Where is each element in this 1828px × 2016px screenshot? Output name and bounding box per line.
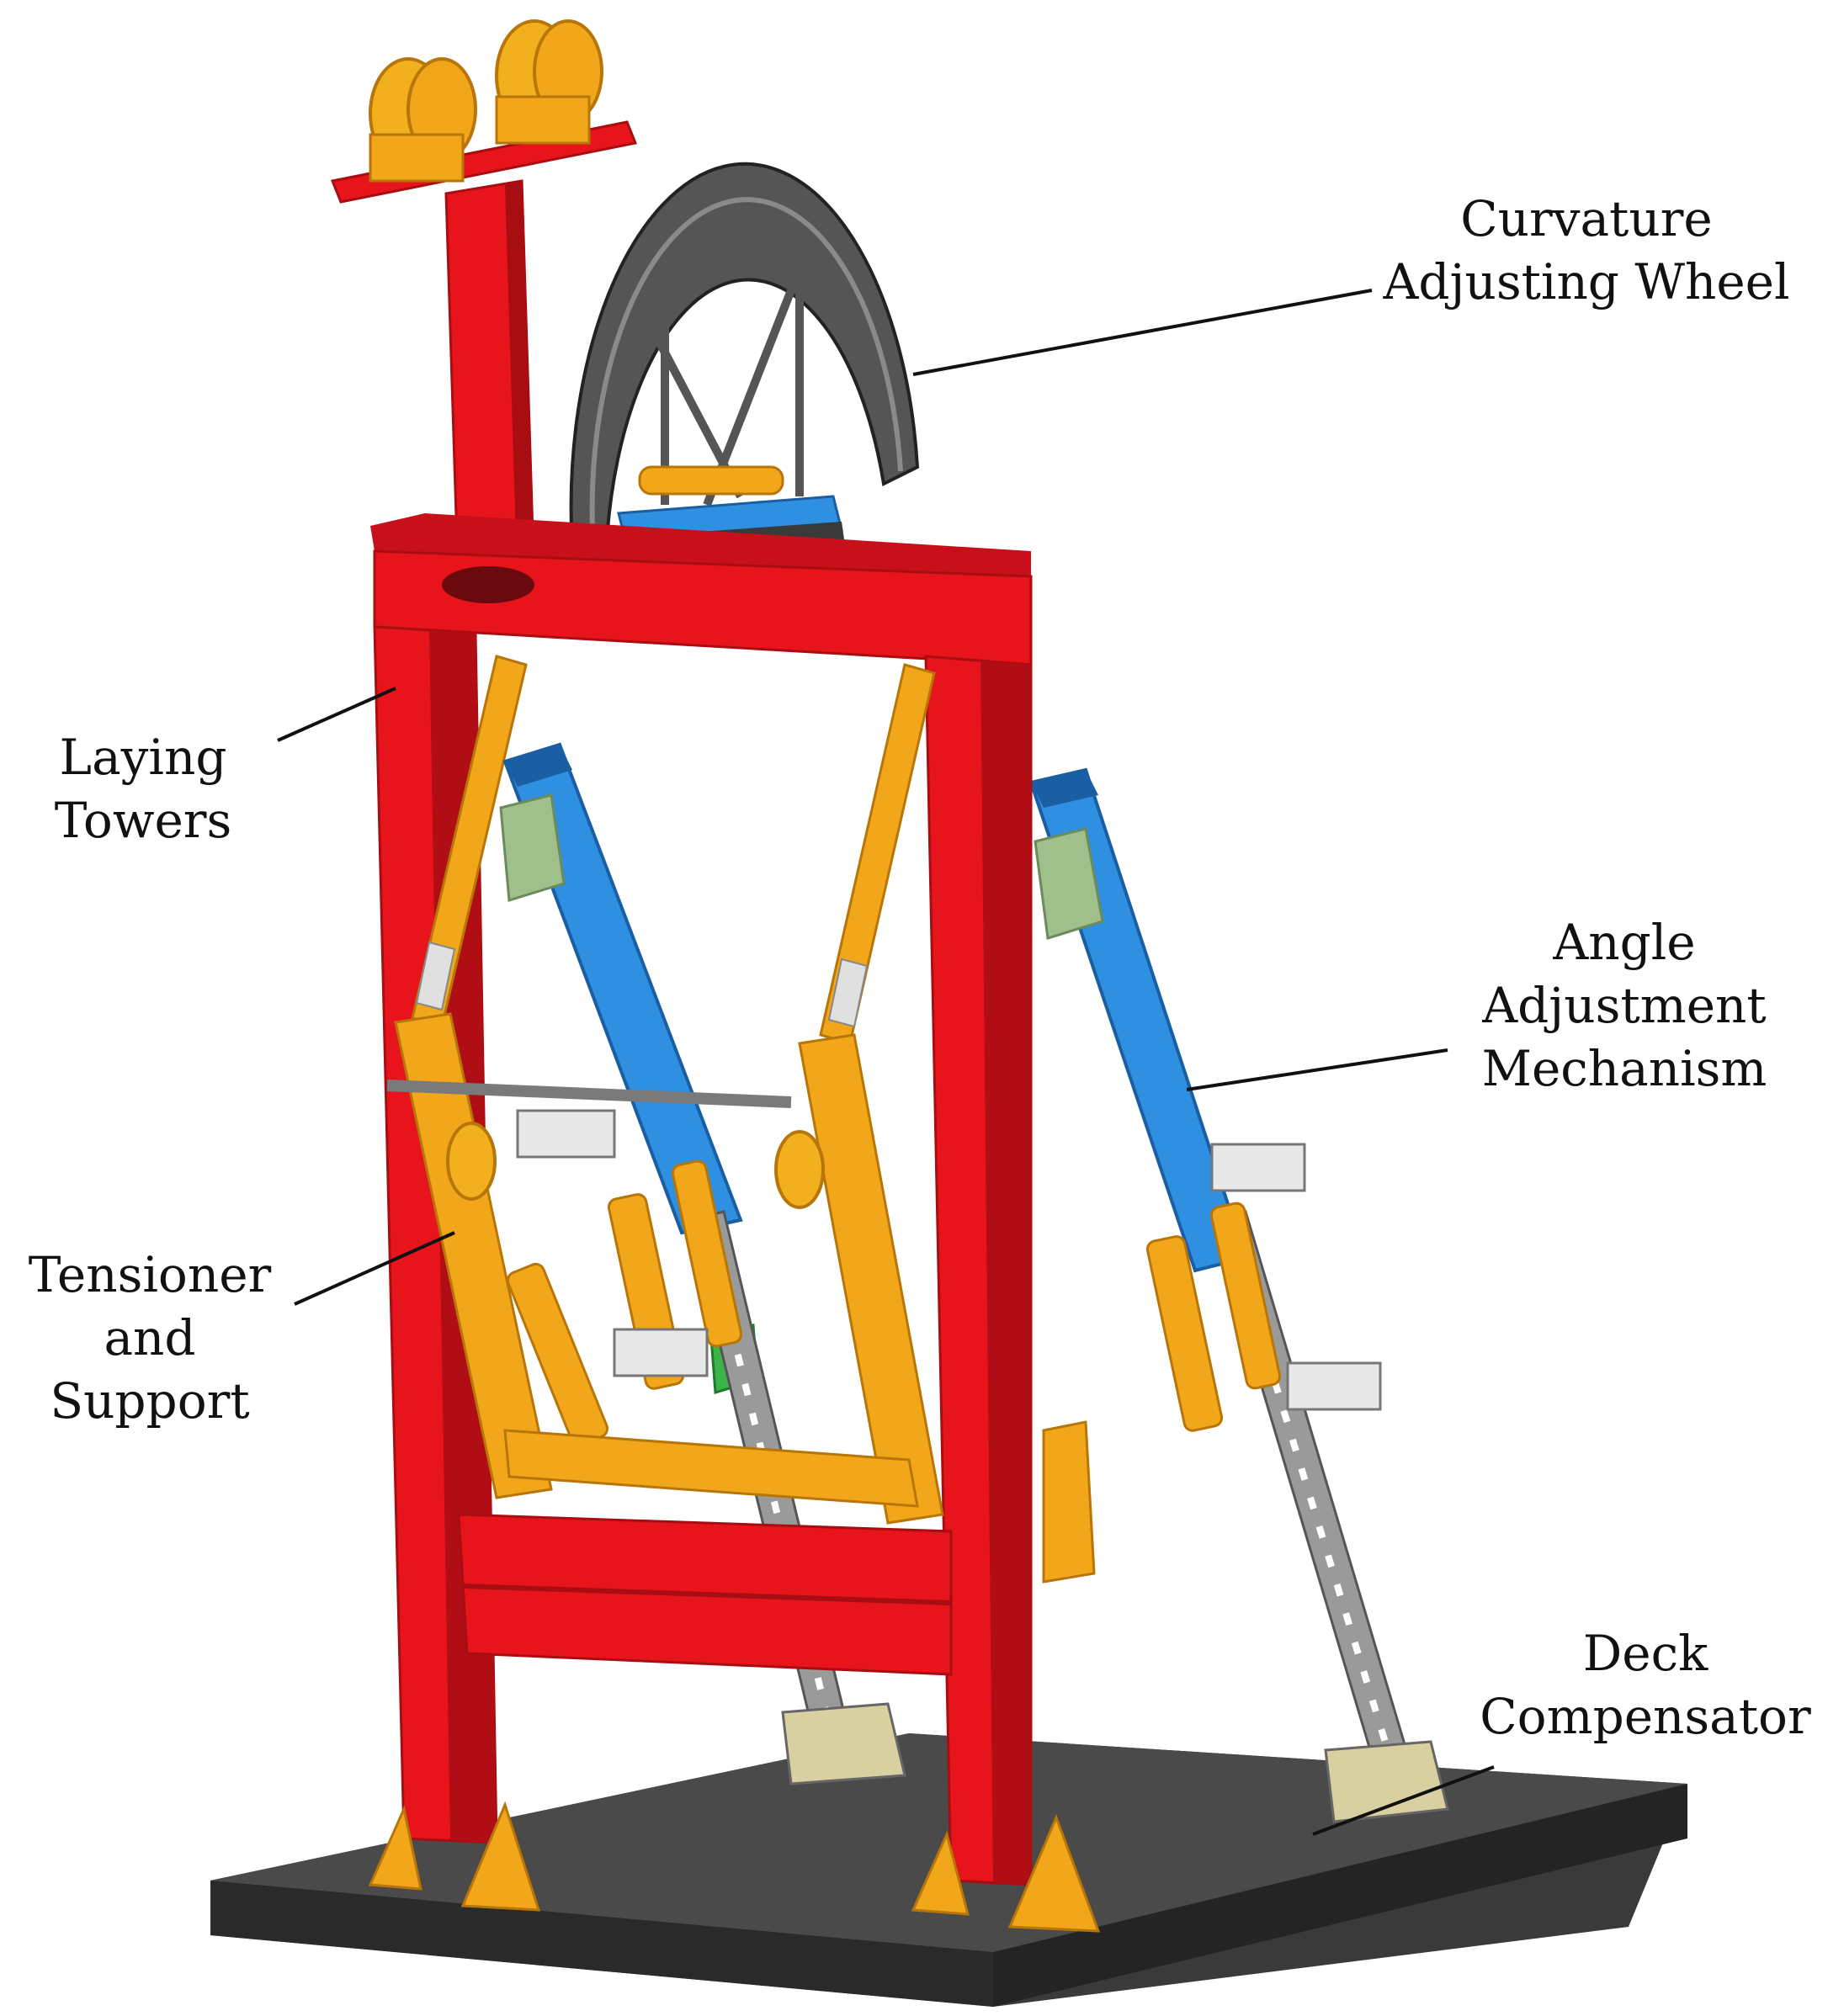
center-blue-beam [502,742,743,1235]
angle-label-line3: Mechanism [1482,1040,1767,1097]
right-deck-mount [1324,1740,1449,1823]
tensioner-frame [386,1012,944,1525]
center-lift-cylinder [819,663,936,1045]
deck-label-line2: Compensator [1480,1688,1811,1745]
tower-top-beam [370,513,1033,666]
top-post [444,179,536,599]
curvature-label-line2: Adjusting Wheel [1382,253,1789,310]
deck-label-line1: Deck [1583,1625,1708,1682]
tensioner-label-line1: Tensioner [29,1246,272,1303]
angle-label-line2: Adjustment [1481,977,1766,1034]
right-orange-lower-strut [1042,1420,1096,1584]
center-cylinders [506,1159,743,1446]
right-cylinders [1145,1202,1282,1432]
deck-leader [1312,1765,1495,1836]
tensioner-leader [294,1231,455,1306]
tensioner-label-line3: Support [50,1372,249,1430]
right-green-bracket [1034,827,1104,940]
tower-feet [368,1801,1101,1933]
laying-label-line2: Towers [55,792,232,849]
leader-lines [277,289,1495,1836]
right-sensor-boxes [1210,1143,1382,1411]
tensioner-rollers [446,1122,825,1209]
laying-label-line1: Laying [60,729,227,786]
callout-labels: Curvature Adjusting Wheel Laying Towers … [29,190,1811,1745]
curvature-leader [912,289,1373,376]
center-deck-mount [781,1702,906,1785]
angle-label-line1: Angle [1552,914,1695,971]
laying-leader [277,687,396,742]
center-sensor-boxes [516,1109,709,1377]
right-tower-leg [924,655,1033,1886]
curvature-adjusting-wheel [569,162,920,558]
angle-leader [1186,1048,1448,1091]
top-pulleys [369,19,603,183]
curvature-label-line1: Curvature [1460,190,1713,247]
tower-lower-cross-beam [457,1513,953,1676]
tensioner-label-line2: and [104,1309,195,1366]
